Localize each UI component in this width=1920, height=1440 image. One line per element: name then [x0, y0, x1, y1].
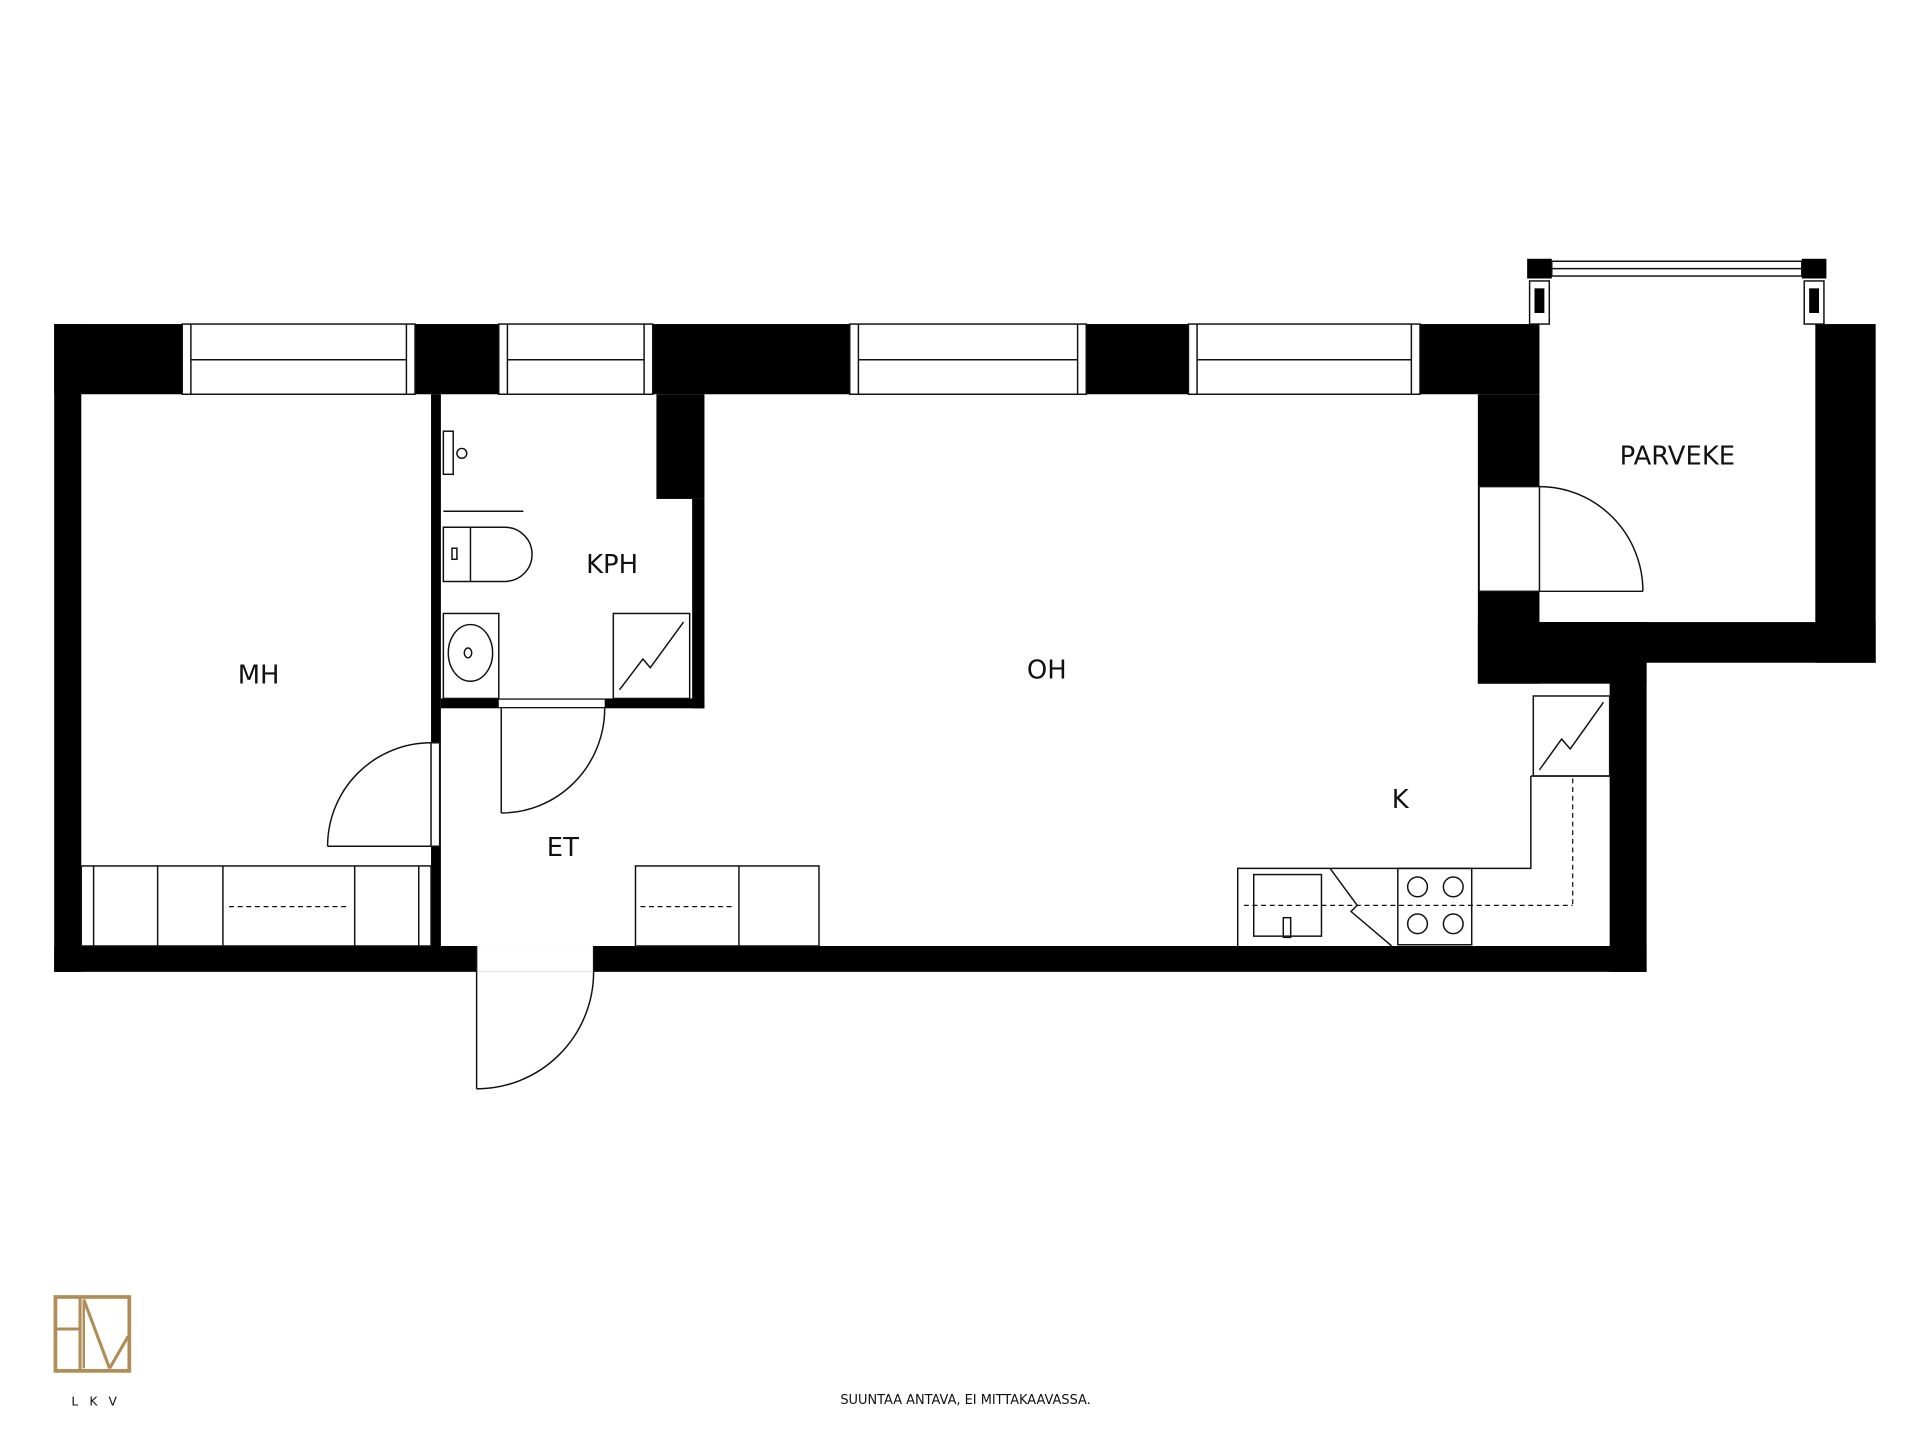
room-label-oh: OH	[1027, 656, 1067, 686]
room-label-k: K	[1392, 785, 1410, 815]
window-oh-1	[849, 323, 1087, 395]
openings	[432, 485, 1541, 972]
room-labels: MH KPH OH K ET PARVEKE	[238, 441, 1735, 863]
door-kph	[500, 708, 606, 814]
room-label-et: ET	[547, 833, 579, 863]
room-label-kph: KPH	[586, 550, 638, 580]
walls	[54, 324, 1876, 972]
window-mh	[181, 323, 416, 395]
doors	[326, 485, 1644, 1090]
room-label-mh: MH	[238, 661, 280, 691]
door-balcony	[1539, 485, 1644, 593]
kitchen-counter	[1236, 695, 1611, 947]
company-logo: LKV	[53, 1295, 132, 1408]
door-entrance	[475, 945, 595, 1090]
cabinet-et	[634, 865, 820, 947]
door-mh	[326, 742, 441, 847]
fixtures	[80, 430, 1611, 947]
balcony-railing	[1527, 258, 1827, 325]
bathroom-fixtures	[442, 430, 691, 700]
wardrobe-mh	[80, 865, 432, 947]
window-oh-2	[1187, 323, 1421, 395]
room-label-parveke: PARVEKE	[1620, 441, 1736, 471]
window-kph	[498, 323, 654, 395]
logo-text: LKV	[71, 1394, 128, 1408]
disclaimer-text: SUUNTAA ANTAVA, EI MITTAKAAVASSA.	[840, 1393, 1090, 1408]
windows	[181, 258, 1827, 395]
